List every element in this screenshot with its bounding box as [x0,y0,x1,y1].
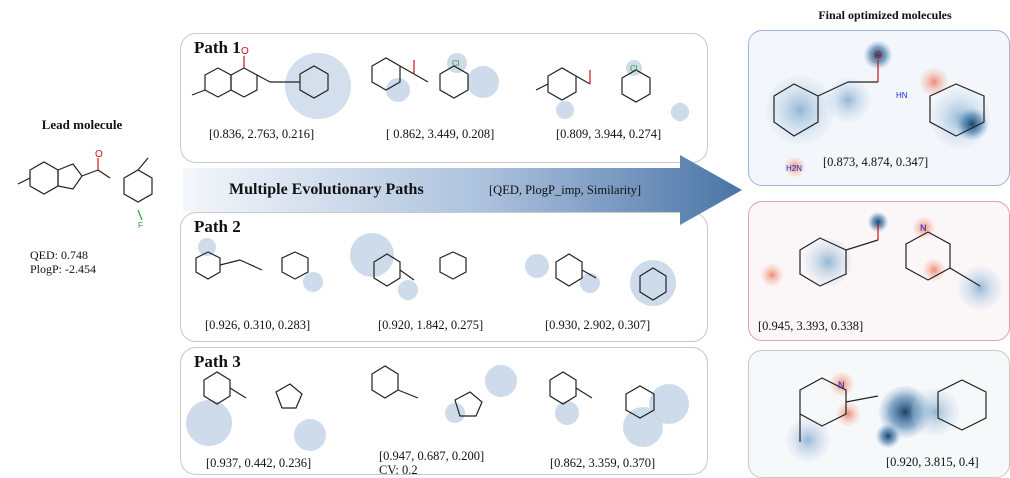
path-3-molecule-3 [549,371,689,447]
path-1-mol-2-chlorine: Cl [452,59,460,68]
lead-plogp: PlogP: -2.454 [30,262,97,276]
path-1-molecule-3 [535,60,689,121]
path-2-molecule-1 [195,238,323,292]
path-2-molecule-3 [525,253,676,306]
final-molecule-3-structure [786,372,987,462]
final-molecule-1-values: [0.873, 4.874, 0.347] [823,155,929,169]
path-1-label: Path 1 [194,38,241,57]
path-3-molecule-2 [371,365,517,423]
path-2-molecule-2 [350,233,467,300]
final-molecule-3-panel [748,350,1010,478]
final-molecule-2-values: [0.945, 3.393, 0.338] [758,319,864,333]
path-1-molecule-2 [371,53,499,102]
path-2-mol-2-values: [0.920, 1.842, 0.275] [378,318,484,332]
lead-qed: QED: 0.748 [30,248,88,262]
final-1-oxygen: O [874,50,882,61]
path-1-mol-2-values: [ 0.862, 3.449, 0.208] [386,127,495,141]
path-3-mol-1-values: [0.937, 0.442, 0.236] [206,456,312,470]
final-molecule-1-structure [766,41,990,177]
metrics-legend: [QED, PlogP_imp, Similarity] [489,183,642,197]
path-3-molecule-1 [186,371,326,451]
path-2-mol-1-values: [0.926, 0.310, 0.283] [205,318,311,332]
final-2-nitrogen: N [920,223,927,233]
path-3-mol-2-cv: CV: 0.2 [379,463,418,477]
path-2-label: Path 2 [194,217,241,236]
evolutionary-paths-label: Multiple Evolutionary Paths [229,181,424,198]
path-1-mol-1-oxygen: O [241,46,249,57]
lead-fluorine-label: F [138,221,143,230]
path-3-mol-3-values: [0.862, 3.359, 0.370] [550,456,656,470]
final-molecule-3-values: [0.920, 3.815, 0.4] [886,455,979,469]
final-1-amine: H2N [786,164,802,173]
evolution-arrow [183,155,742,225]
lead-oxygen-label: O [95,149,103,160]
path-3-label: Path 3 [194,352,241,371]
path-1-panel [180,33,708,163]
path-1-mol-3-chlorine: Cl [630,64,638,73]
path-2-mol-3-values: [0.930, 2.902, 0.307] [545,318,651,332]
path-1-mol-3-values: [0.809, 3.944, 0.274] [556,127,662,141]
path-3-panel [180,347,708,475]
lead-molecule-structure [17,157,153,221]
path-1-molecule-1 [191,53,351,119]
final-1-amide: HN [896,91,908,100]
lead-molecule-title: Lead molecule [41,117,123,132]
path-1-mol-1-values: [0.836, 2.763, 0.216] [209,127,315,141]
final-3-nitrogen: N [838,380,845,390]
final-molecules-title: Final optimized molecules [818,8,952,22]
path-2-panel [180,212,708,342]
final-molecule-2-structure [761,212,1002,310]
path-3-mol-2-values: [0.947, 0.687, 0.200] [379,449,485,463]
